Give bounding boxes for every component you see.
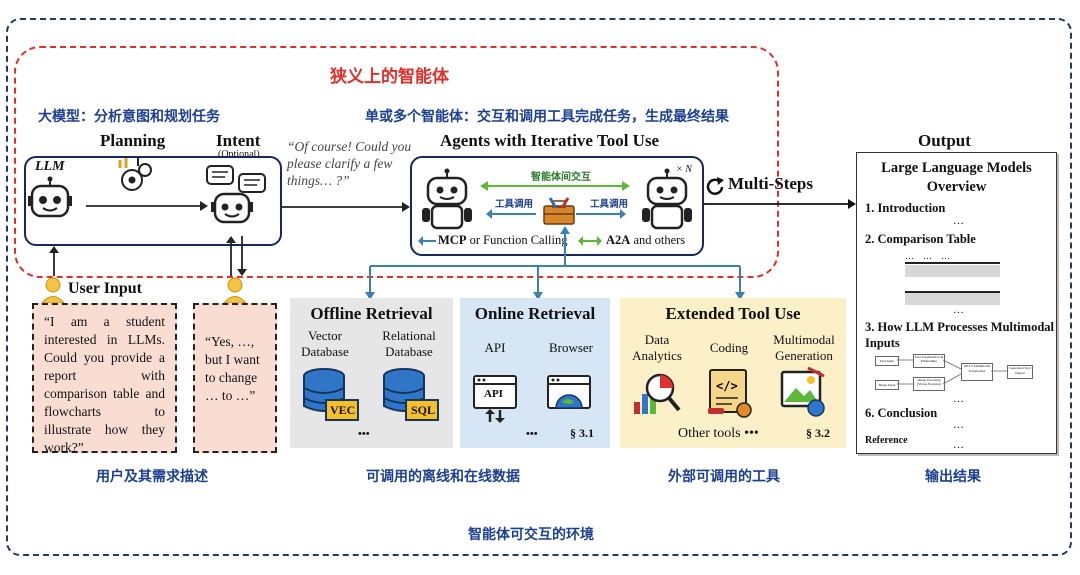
doc-sec6: 6. Conclusion <box>865 406 938 420</box>
planning-label: Planning <box>100 131 166 150</box>
offline-retrieval-title: Offline Retrieval <box>310 304 433 323</box>
extended-tools-panel: Extended Tool Use Data Analytics Coding … <box>620 298 846 448</box>
user-to-llm-arrow <box>49 246 59 276</box>
user-followup-quote: “Yes, …, but I want to change … to …” <box>193 303 277 453</box>
output-title: Output <box>918 131 971 150</box>
agent-robot-left-icon <box>422 168 472 230</box>
mcp-legend-arrow <box>418 236 436 246</box>
user-input-caption: 用户及其需求描述 <box>96 469 208 485</box>
intent-robot-icon <box>206 165 266 224</box>
other-tools-label: Other tools ••• <box>678 426 759 441</box>
tool-call-left-label: 工具调用 <box>495 199 534 210</box>
agents-section-title: Agents with Iterative Tool Use <box>440 131 660 150</box>
doc-table-row-1 <box>905 265 1000 277</box>
tool-distribution-lines <box>365 265 745 300</box>
multimodal-label: Multimodal Generation <box>773 332 835 363</box>
narrow-agent-border <box>14 46 779 278</box>
coding-icon: </> <box>708 369 752 418</box>
online-retrieval-title: Online Retrieval <box>474 304 596 323</box>
browser-globe-icon <box>547 375 591 409</box>
loop-icon <box>706 177 724 195</box>
doc-dots5: … <box>953 439 964 451</box>
flow-text-input: Text Input <box>875 356 899 366</box>
online-ellipsis: ••• <box>526 428 538 440</box>
data-analytics-icon <box>634 373 681 414</box>
agent-robot-right-icon <box>642 168 692 230</box>
extended-section-ref: § 3.2 <box>806 426 830 440</box>
sql-database-icon <box>383 368 439 421</box>
mcp-legend: MCP or Function Calling <box>438 233 568 247</box>
llm-label: LLM <box>35 159 65 174</box>
flow-image-enc: Image Encoding (Vision Features) <box>913 377 945 391</box>
flow-output: Generated Text Output <box>1007 365 1033 379</box>
doc-sec2: 2. Comparison Table <box>865 232 976 246</box>
environment-caption: 智能体可交互的环境 <box>468 527 594 543</box>
extended-tools-title: Extended Tool Use <box>665 304 801 323</box>
agents-section-title-cn: 单或多个智能体：交互和调用工具完成任务，生成最终结果 <box>365 109 729 125</box>
multi-steps-label: Multi-Steps <box>728 174 813 193</box>
api-label: API <box>484 340 506 355</box>
flow-arrows <box>897 359 1007 385</box>
flow-gpt: GPT-4 Multimodal Transformer <box>961 363 993 381</box>
doc-sec3: 3. How LLM Processes Multimodal Inputs <box>865 320 1054 350</box>
tool-call-arrows <box>486 209 626 219</box>
toolbox-icon <box>543 197 575 225</box>
online-section-ref: § 3.1 <box>570 426 594 440</box>
inter-agent-label: 智能体间交互 <box>531 172 591 183</box>
intent-user-arrows <box>226 236 247 276</box>
multiplier-label: × N <box>676 164 692 175</box>
vector-db-label: Vector Database <box>301 328 349 359</box>
user-avatar-icon <box>40 277 66 304</box>
planning-gear-icon <box>118 158 152 191</box>
extended-tools-caption: 外部可调用的工具 <box>668 469 780 485</box>
doc-dots1: … <box>953 215 964 227</box>
intent-label: Intent <box>216 131 261 150</box>
retrieval-caption: 可调用的离线和在线数据 <box>366 469 520 485</box>
api-tag: API <box>484 388 503 400</box>
doc-dots4: … <box>953 419 964 431</box>
output-caption: 输出结果 <box>925 469 981 485</box>
inter-agent-arrow <box>480 181 630 191</box>
vector-database-icon <box>303 368 359 421</box>
offline-ellipsis: ••• <box>358 428 370 440</box>
api-window-icon <box>473 375 517 423</box>
llm-to-intent-arrow <box>86 201 208 211</box>
doc-sec1: 1. Introduction <box>865 201 946 215</box>
user-avatar-2-icon <box>222 277 248 304</box>
browser-label: Browser <box>548 340 594 355</box>
output-document: Large Language Models Overview 1. Introd… <box>856 152 1057 454</box>
llm-robot-icon <box>28 176 72 218</box>
doc-dots2: … <box>953 304 964 316</box>
svg-text:</>: </> <box>716 379 738 393</box>
doc-reference: Reference <box>865 435 908 446</box>
multimodal-generation-icon <box>780 366 825 417</box>
tool-call-right-label: 工具调用 <box>590 199 629 210</box>
flow-image-input: Image Input <box>875 380 899 390</box>
a2a-legend: A2A and others <box>606 233 686 247</box>
offline-retrieval-panel: Offline Retrieval Vector Database Relati… <box>290 298 453 448</box>
intent-to-agents-arrow <box>282 202 410 212</box>
environment-border <box>6 18 1072 556</box>
a2a-legend-arrow <box>578 236 602 246</box>
data-analytics-label: Data Analytics <box>632 332 682 363</box>
agents-to-output-arrow <box>704 199 856 209</box>
optional-label: (Optional) <box>218 149 260 160</box>
doc-dots3: … <box>953 393 964 405</box>
sql-tag: SQL <box>411 403 436 417</box>
user-request-quote: “I am a student interested in LLMs. Coul… <box>32 303 177 455</box>
doc-table-row-2 <box>905 291 1000 305</box>
doc-table-dots: … … … <box>905 251 950 261</box>
clarify-quote: “Of course! Could you please clarify a f… <box>287 139 412 188</box>
doc-title: Large Language Models Overview <box>881 160 1032 195</box>
doc-table-rule <box>905 262 1000 264</box>
vec-tag: VEC <box>330 403 356 417</box>
narrow-agent-title: 狭义上的智能体 <box>330 67 449 87</box>
user-input-title: User Input <box>68 280 142 297</box>
online-retrieval-panel: Online Retrieval API Browser API ••• § 3… <box>460 298 610 448</box>
llm-section-title: 大模型：分析意图和规划任务 <box>38 109 220 125</box>
tools-up-arrow <box>560 226 570 266</box>
coding-label: Coding <box>709 340 749 355</box>
relational-db-label: Relational Database <box>382 328 436 359</box>
